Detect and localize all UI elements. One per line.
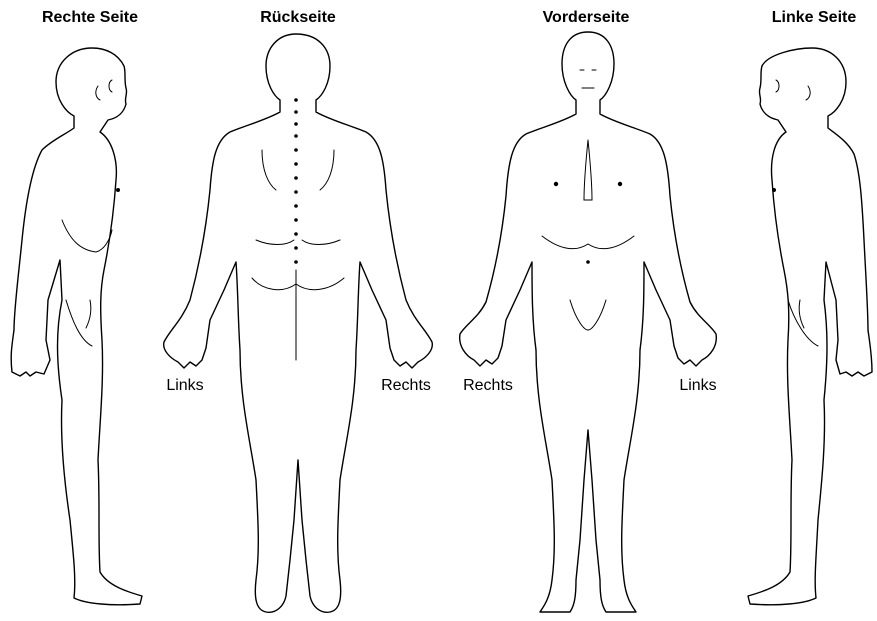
figure-back — [164, 34, 433, 612]
label-back-left: Links — [166, 377, 203, 395]
figure-right-side — [11, 48, 142, 605]
label-front-left: Links — [679, 377, 716, 395]
label-back-right: Rechts — [381, 377, 431, 395]
figure-left-side — [748, 48, 872, 605]
figure-front — [460, 32, 717, 612]
label-front-right: Rechts — [463, 377, 513, 395]
